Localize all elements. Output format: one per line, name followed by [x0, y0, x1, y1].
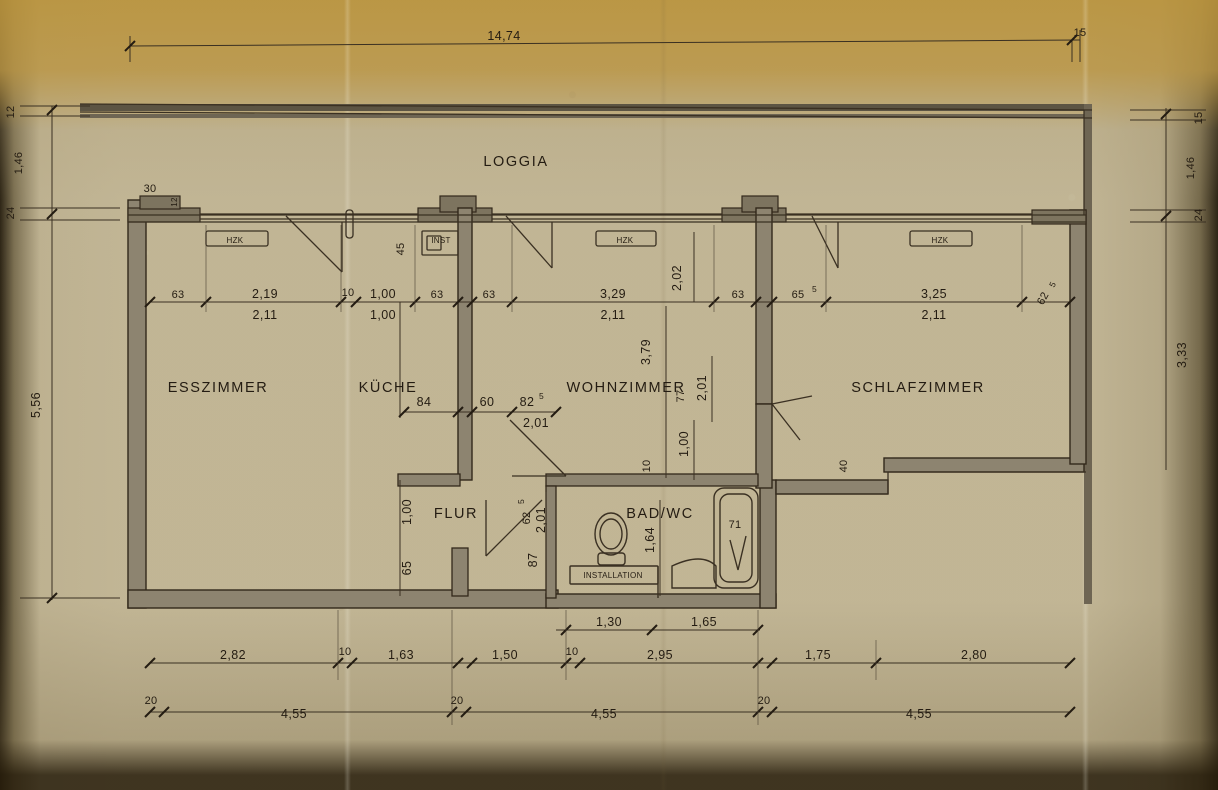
hzk-label-wohnzimmer: HZK	[617, 236, 634, 245]
dim-kit-1: 60	[480, 395, 495, 409]
fixture-labels: HZK HZK HZK INST INSTALLATION	[227, 236, 949, 580]
room-label-kueche: KÜCHE	[359, 378, 418, 396]
dim-bot-m-7: 2,80	[961, 648, 987, 662]
wall-outlines	[79, 103, 1093, 495]
room-labels: LOGGIA ESSZIMMER KÜCHE WOHNZIMMER SCHLAF…	[168, 154, 985, 522]
dim-bot-u-0: 1,30	[596, 615, 622, 629]
dim-win-u-10-sup: 5	[1047, 280, 1058, 289]
dim-overall-top: 14,74	[487, 29, 520, 43]
dim-right-0: 15	[1193, 112, 1205, 125]
dim-win-u-1: 2,19	[252, 287, 278, 301]
dim-int-3: 77	[675, 390, 687, 403]
dim-int-10: 2,01	[534, 507, 548, 533]
dim-misc-3: 71	[729, 519, 742, 531]
room-label-flur: FLUR	[434, 506, 478, 522]
dim-kit-0: 84	[417, 395, 432, 409]
dim-misc-0: 30	[144, 183, 157, 195]
dim-right-2: 24	[1193, 209, 1205, 222]
dim-top-right-corner: 15	[1074, 27, 1087, 39]
dim-int-9-sup: 5	[516, 499, 526, 504]
dim-int-9: 62	[521, 512, 533, 525]
dim-bot-m-4: 10	[566, 646, 579, 658]
dimension-lines	[20, 30, 1206, 713]
dim-kit-2-sup: 5	[539, 391, 544, 401]
dim-int-11: 87	[526, 553, 540, 568]
door-swings	[285, 215, 839, 557]
dim-bot-m-5: 2,95	[647, 648, 673, 662]
dim-win-u-6: 3,29	[600, 287, 626, 301]
dim-bot-l-4: 20	[758, 695, 771, 707]
dim-win-u-7: 63	[732, 289, 745, 301]
dim-int-7: 1,00	[400, 499, 414, 525]
wall-poche	[80, 104, 1092, 609]
dimension-text: 14,74 15 12 1,46 24 5,56 15 1,46 24 3,33…	[5, 27, 1205, 721]
dim-bot-l-5: 4,55	[906, 707, 932, 721]
dim-bot-u-1: 1,65	[691, 615, 717, 629]
dim-right-1: 1,46	[1185, 157, 1197, 180]
dim-right-3: 3,33	[1175, 342, 1189, 368]
dim-misc-1: 12	[170, 197, 179, 207]
bathroom-fixtures	[569, 487, 759, 598]
dim-bot-l-0: 20	[145, 695, 158, 707]
dim-win-u-9: 3,25	[921, 287, 947, 301]
dim-left-1: 1,46	[13, 152, 25, 175]
dim-int-12: 1,64	[643, 527, 657, 553]
inst-label: INST	[431, 236, 450, 245]
dim-bot-m-0: 2,82	[220, 648, 246, 662]
dim-int-2: 3,79	[639, 339, 653, 365]
dim-win-l-0: 2,11	[252, 308, 277, 322]
dim-bot-m-6: 1,75	[805, 648, 831, 662]
dim-win-u-0: 63	[172, 289, 185, 301]
hzk-label-esszimmer: HZK	[227, 236, 244, 245]
dim-win-l-1: 1,00	[370, 308, 396, 322]
dim-bot-l-3: 4,55	[591, 707, 617, 721]
dim-win-u-4: 63	[431, 289, 444, 301]
dim-bot-m-1: 10	[339, 646, 352, 658]
dim-kit-3: 2,01	[523, 416, 549, 430]
dim-bot-l-1: 4,55	[281, 707, 307, 721]
dim-win-u-8-sup: 5	[812, 284, 817, 294]
dim-win-u-8: 65	[792, 289, 805, 301]
dim-bot-m-2: 1,63	[388, 648, 414, 662]
dim-win-u-10: 62	[1035, 290, 1052, 307]
dim-win-u-3: 1,00	[370, 287, 396, 301]
dim-left-2: 24	[5, 207, 17, 220]
dim-win-u-5: 63	[483, 289, 496, 301]
room-label-esszimmer: ESSZIMMER	[168, 380, 269, 396]
dim-win-l-2: 2,11	[600, 308, 625, 322]
hzk-label-schlafzimmer: HZK	[932, 236, 949, 245]
room-label-loggia: LOGGIA	[483, 154, 548, 170]
installation-label: INSTALLATION	[583, 571, 642, 580]
dim-int-6: 10	[641, 460, 653, 473]
dim-int-0: 45	[395, 243, 407, 256]
room-label-schlafzimmer: SCHLAFZIMMER	[851, 380, 985, 396]
dim-left-0: 12	[5, 106, 17, 119]
extension-lines	[205, 225, 1023, 725]
dim-int-5: 1,00	[677, 431, 691, 457]
dim-win-l-3: 2,11	[921, 308, 946, 322]
dim-int-8: 65	[400, 561, 414, 576]
dim-int-1: 2,02	[670, 265, 684, 291]
window-glazing	[200, 209, 1032, 239]
dim-kit-2: 82	[520, 395, 535, 409]
dim-left-3: 5,56	[29, 392, 43, 418]
dim-int-4: 2,01	[695, 375, 709, 401]
dim-bot-m-3: 1,50	[492, 648, 518, 662]
room-label-wohnzimmer: WOHNZIMMER	[566, 380, 685, 396]
dim-win-u-2: 10	[342, 287, 355, 299]
room-label-badwc: BAD/WC	[626, 506, 694, 522]
dim-bot-l-2: 20	[451, 695, 464, 707]
dim-misc-2: 40	[838, 460, 850, 473]
